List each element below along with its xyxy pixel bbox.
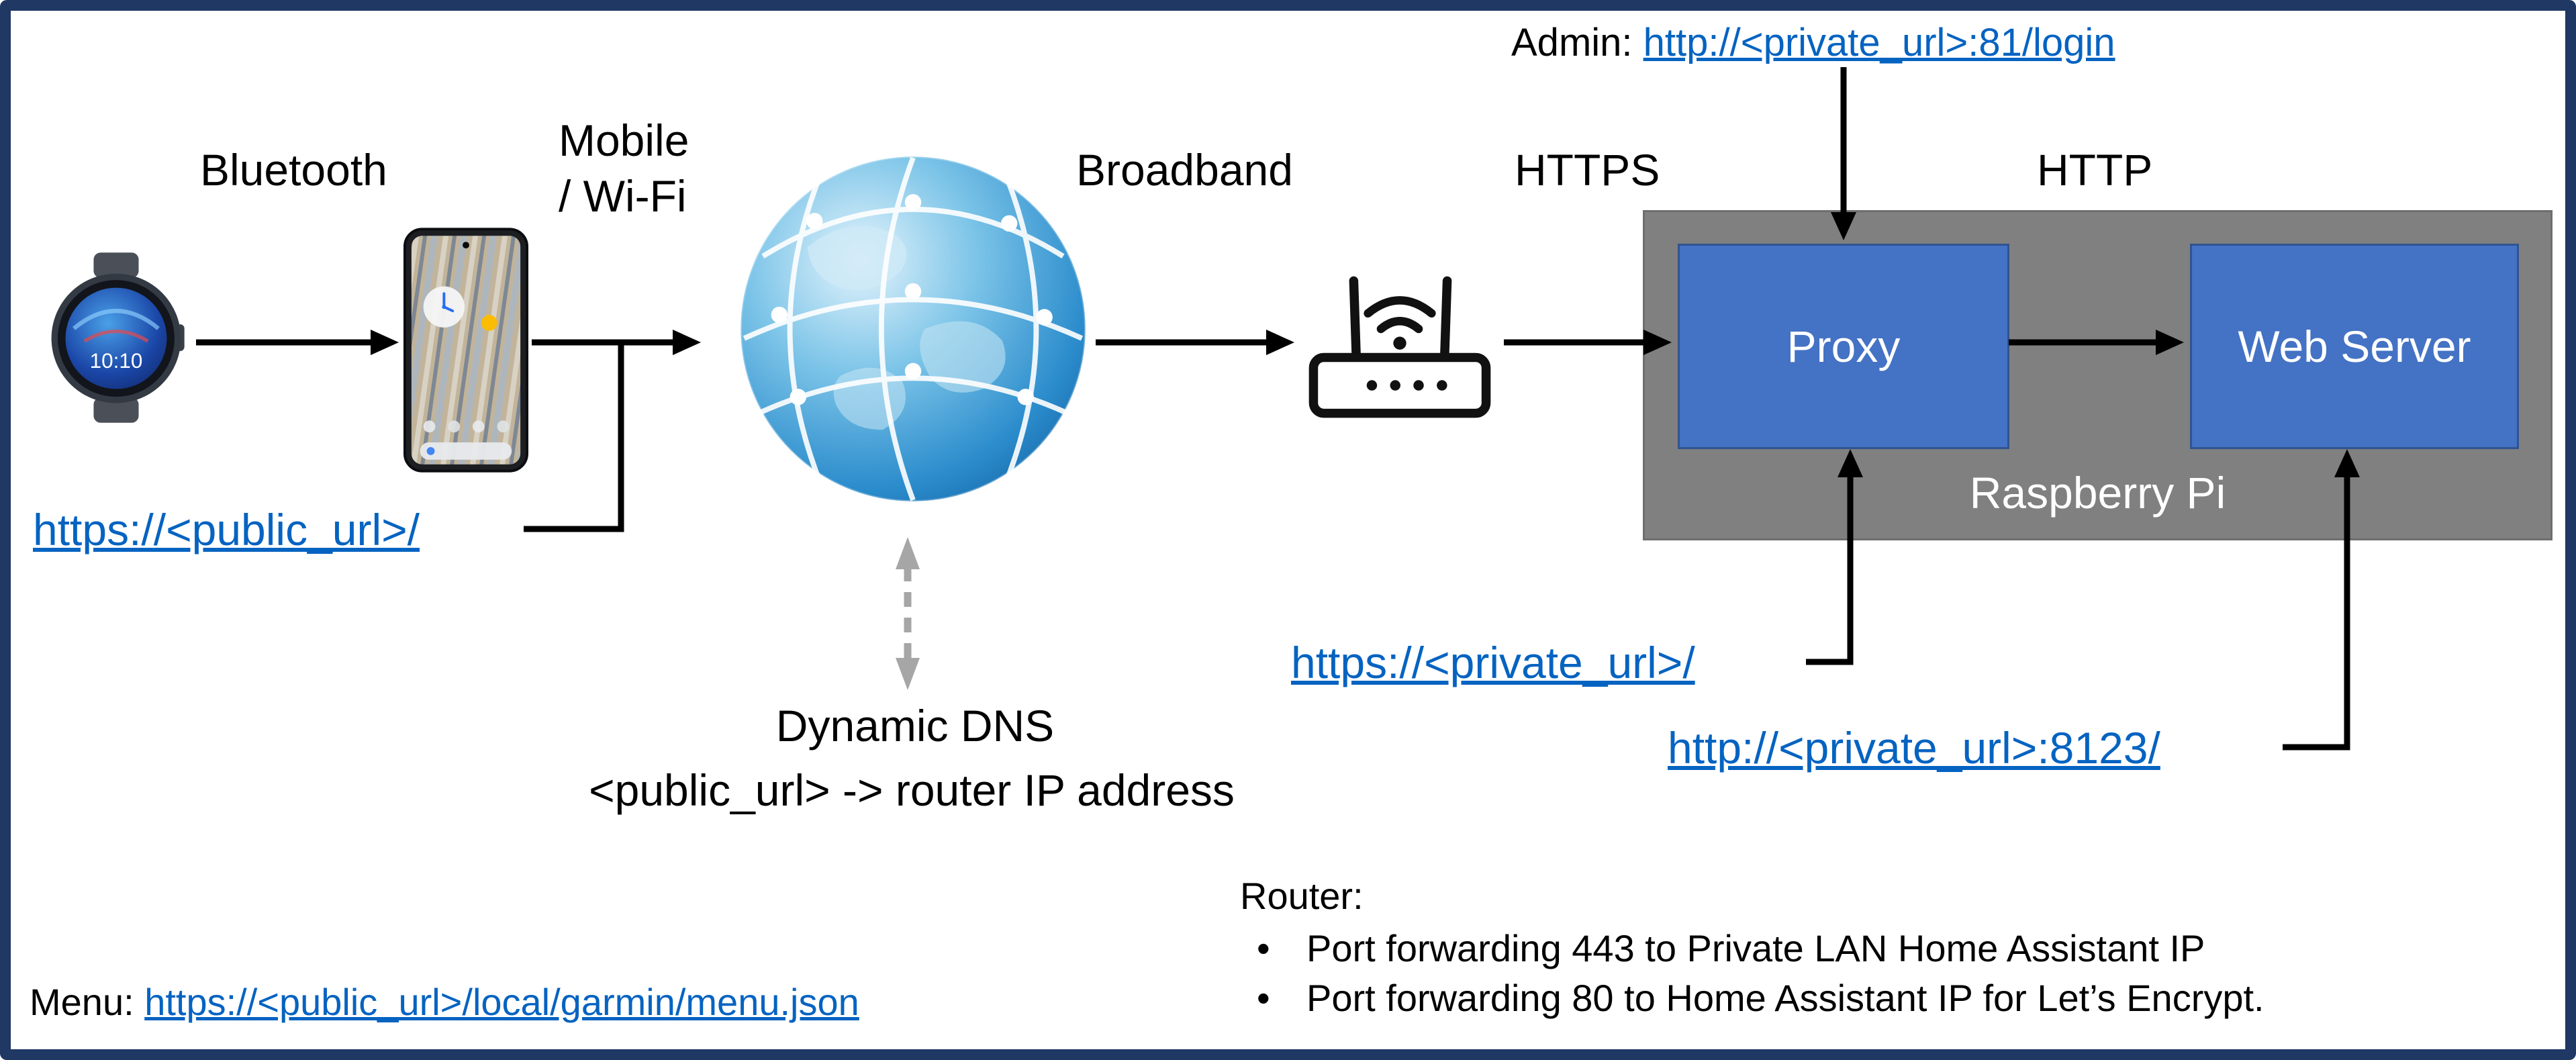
- private-http-8123-link[interactable]: http://<private_url>:8123/: [1668, 723, 2160, 773]
- router-icon: [1308, 276, 1491, 418]
- router-note-item: • Port forwarding 80 to Home Assistant IP…: [1257, 975, 2264, 1022]
- phone-app-icons: [423, 420, 510, 433]
- admin-line: Admin: http://<private_url>:81/login: [1511, 19, 2115, 68]
- internet-globe-icon: [739, 155, 1087, 503]
- arrow-dynamic-dns: [896, 537, 920, 690]
- router-note-text: Port forwarding 443 to Private LAN Home …: [1306, 927, 2205, 969]
- private-https-link[interactable]: https://<private_url>/: [1291, 638, 1695, 687]
- arrow-watch-to-phone: [196, 330, 399, 355]
- smartwatch-icon: 10:10: [51, 252, 185, 423]
- arrow-globe-to-router: [1096, 330, 1294, 355]
- web-server-node: Web Server: [2190, 244, 2519, 449]
- proxy-node: Proxy: [1678, 244, 2009, 449]
- router-notes-title: Router:: [1240, 875, 1364, 917]
- label-wifi: / Wi-Fi: [559, 171, 687, 221]
- router-note-text: Port forwarding 80 to Home Assistant IP …: [1306, 977, 2264, 1019]
- router-note-item: • Port forwarding 443 to Private LAN Home…: [1257, 925, 2205, 972]
- public-url-line: https://<public_url>/: [33, 502, 420, 558]
- phone-camera-dot: [463, 242, 469, 249]
- label-broadband: Broadband: [1076, 145, 1293, 195]
- menu-line: Menu: https://<public_url>/local/garmin/…: [30, 979, 859, 1026]
- watch-time: 10:10: [90, 349, 143, 373]
- phone-weather-sun-icon: [481, 315, 497, 331]
- label-mobile: Mobile: [559, 115, 689, 165]
- bullet-marker: •: [1257, 927, 1270, 969]
- public-url-link[interactable]: https://<public_url>/: [33, 505, 420, 555]
- private-https-line: https://<private_url>/: [1291, 635, 1695, 691]
- menu-prefix: Menu:: [30, 981, 145, 1023]
- smartphone-icon: [403, 228, 529, 473]
- raspberry-pi-box: Proxy Web Server Raspberry Pi: [1643, 210, 2553, 540]
- bullet-marker: •: [1257, 977, 1270, 1019]
- private-http-line: http://<private_url>:8123/: [1668, 720, 2160, 776]
- label-mobile-wifi: Mobile / Wi-Fi: [559, 113, 689, 224]
- proxy-label: Proxy: [1786, 322, 1901, 371]
- admin-login-link[interactable]: http://<private_url>:81/login: [1643, 21, 2115, 64]
- web-server-label: Web Server: [2238, 322, 2471, 371]
- raspberry-pi-label: Raspberry Pi: [1969, 468, 2226, 518]
- admin-prefix: Admin:: [1511, 21, 1643, 64]
- label-https: HTTPS: [1515, 145, 1660, 195]
- arrow-phone-to-globe: [524, 330, 701, 532]
- label-bluetooth: Bluetooth: [200, 145, 387, 195]
- menu-json-link[interactable]: https://<public_url>/local/garmin/menu.j…: [144, 981, 859, 1023]
- phone-search-bar: [420, 442, 512, 460]
- label-dynamic-dns: Dynamic DNS: [775, 701, 1055, 751]
- label-dns-mapping: <public_url> -> router IP address: [589, 765, 1235, 815]
- label-http: HTTP: [2037, 145, 2153, 195]
